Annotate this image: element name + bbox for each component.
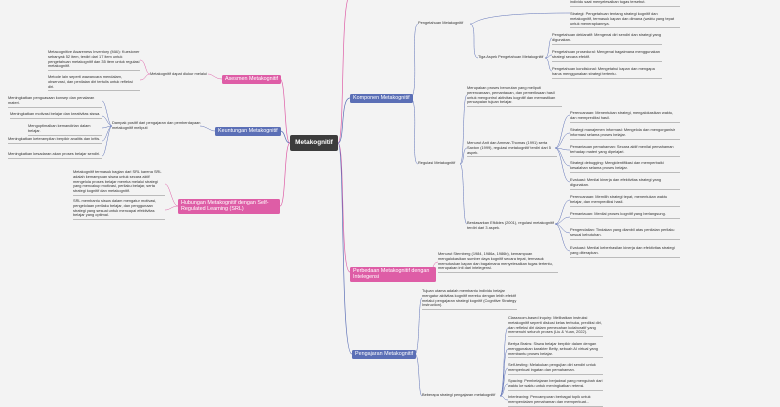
pengajaran-tujuan: Tujuan utama adalah membantu individu be…	[422, 288, 517, 311]
asesmen-metode: Metode lain seperti wawancara mendalam, …	[48, 74, 140, 92]
branch-perbedaan[interactable]: Perbedaan Metakognitif dengan Intelegens…	[350, 267, 436, 282]
aspek-item-3: Strategi debugging: Mengidentifikasi dan…	[570, 160, 680, 173]
schraw-label[interactable]: Berdasarkan Efklides (2001), regulasi me…	[467, 220, 554, 230]
pengetahuan-label[interactable]: Pengetahuan Metakognitif	[418, 20, 464, 25]
schraw-item-0: Perencanaan: Memilih strategi tepat, men…	[570, 194, 680, 207]
menurut-label[interactable]: Menurut Anit dan Ammar-Thomas (1991) ser…	[467, 140, 557, 158]
hubungan-desc1: Metakognitif termasuk bagian dari SRL ka…	[73, 169, 165, 196]
deklaratif-item: Pengetahuan deklaratif: Mengenai diri se…	[552, 32, 662, 45]
prosedural-item: Pengetahuan prosedural: Mengenai bagaima…	[552, 49, 662, 62]
branch-keuntungan[interactable]: Keuntungan Metakognitif	[215, 127, 281, 136]
aspek-item-1: Strategi manajemen informasi: Mengelola …	[570, 127, 680, 140]
pengajaran-item-2: Self-testing: Melakukan pengujian diri s…	[508, 362, 603, 375]
regulasi-label[interactable]: Regulasi Metakognitif	[418, 160, 456, 165]
perbedaan-desc: Menurut Sternberg (1984, 1986a, 1986b), …	[438, 251, 558, 274]
root-node[interactable]: Metakognitif	[290, 135, 338, 151]
schraw-item-1: Pemantauan: Menilai proses kognitif yang…	[570, 211, 680, 219]
hubungan-desc2: SRL membantu siswa dalam mengatur motiva…	[73, 198, 165, 221]
branch-pengajaran[interactable]: Pengajaran Metakognitif	[352, 350, 417, 359]
aspek-item-2: Pemantauan pemahaman: Secara aktif menil…	[570, 144, 680, 157]
asesmen-mai: Metacognitive Awareness Inventory (MAI):…	[48, 49, 140, 72]
pengajaran-item-3: Spacing: Pembelajaran berjadwal yang men…	[508, 378, 603, 391]
komponen-top-fragment: individu saat menyelesaikan tugas terseb…	[570, 0, 680, 7]
aspek-item-4: Evaluasi: Menilai kinerja dan efektivita…	[570, 177, 680, 190]
asesmen-label[interactable]: Metakognitif dapat diukur melalui	[150, 71, 207, 76]
aspek-item-0: Perencanaan: Menentukan strategi, mengal…	[570, 110, 680, 123]
kondisional-item: Pengetahuan kondisional: Mengetahui kapa…	[552, 66, 662, 79]
keuntungan-item-2: Mengoptimalkan kemandirian dalam belajar…	[28, 123, 102, 136]
strategi-item: Strategi: Pengetahuan tentang strategi k…	[570, 11, 680, 29]
beberapa-label[interactable]: Beberapa strategi pengajaran metakogniti…	[422, 392, 496, 397]
branch-hubungan[interactable]: Hubungan Metakognitif dengan Self-Regula…	[178, 199, 280, 214]
branch-komponen[interactable]: Komponen Metakognitif	[350, 94, 413, 103]
schraw-item-2: Pengendalian: Tindakan yang diambil atas…	[570, 227, 680, 240]
keuntungan-item-4: Meningkatkan kesadaran akan proses belaj…	[8, 151, 102, 159]
tiga-aspek-label[interactable]: Tiga Aspek Pengetahuan Metakognitif	[478, 54, 544, 59]
schraw-item-3: Evaluasi: Menilai keberhasilan kinerja d…	[570, 245, 680, 258]
keuntungan-item-1: Meningkatkan motivasi belajar dan kreati…	[10, 111, 102, 119]
branch-asesmen[interactable]: Asesmen Metakognitif	[222, 75, 282, 84]
regulasi-desc: Merupakan proses berurutan yang meliputi…	[467, 85, 562, 108]
keuntungan-item-3: Meningkatkan keterampilan berpikir anali…	[8, 136, 102, 144]
pengajaran-item-1: Bertya Brains: Siswa belajar berpikir da…	[508, 341, 603, 359]
keuntungan-dampak[interactable]: Dampak positif dari pengajaran dan pembe…	[112, 120, 201, 130]
keuntungan-item-0: Meningkatkan penguasaan konsep dan penal…	[8, 95, 102, 108]
pengajaran-item-0: Classroom-based inquiry: Melibatkan inst…	[508, 315, 603, 338]
